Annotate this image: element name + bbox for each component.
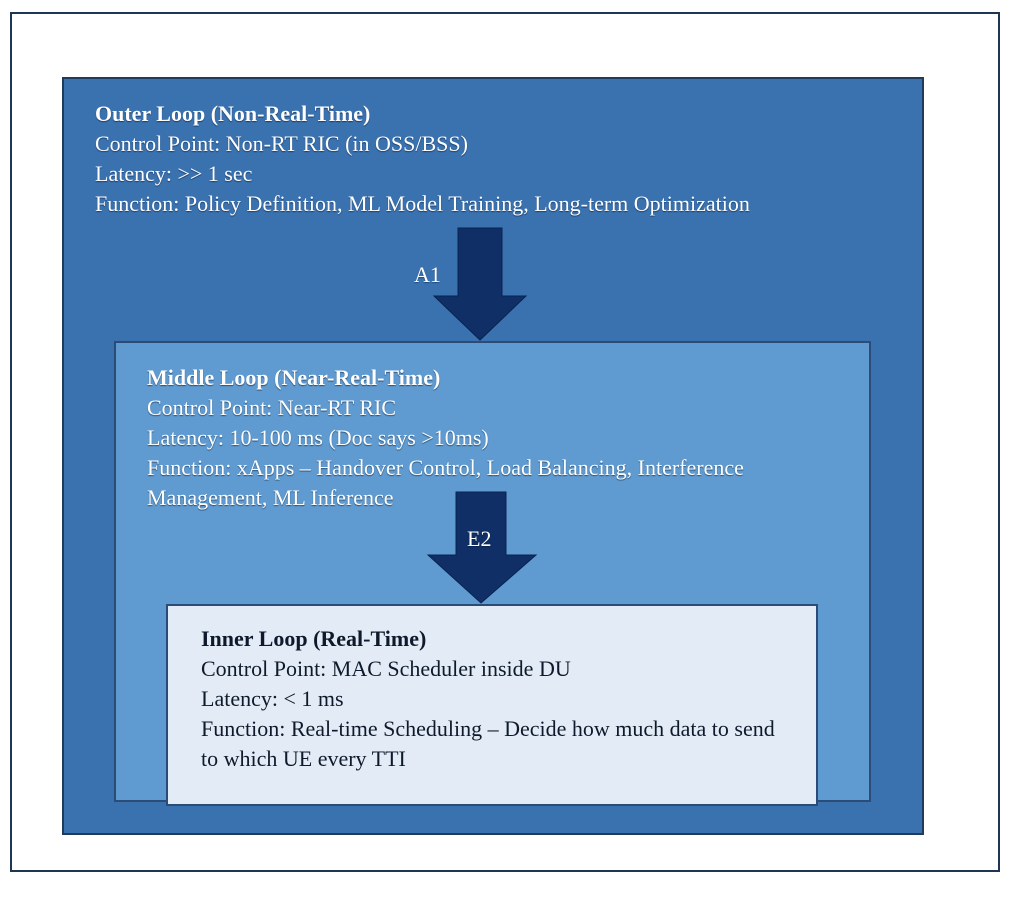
middle-loop-title: Middle Loop (Near-Real-Time): [147, 365, 441, 390]
middle-loop-control-point: Control Point: Near-RT RIC: [147, 395, 396, 420]
e2-interface-label: E2: [467, 526, 492, 551]
middle-loop-latency: Latency: 10-100 ms (Doc says >10ms): [147, 425, 489, 450]
inner-loop-function: Function: Real-time Scheduling – Decide …: [201, 716, 775, 771]
inner-loop-text: Inner Loop (Real-Time) Control Point: MA…: [201, 624, 801, 774]
a1-arrow-icon: [432, 227, 528, 341]
middle-loop-function: Function: xApps – Handover Control, Load…: [147, 455, 744, 510]
inner-loop-title: Inner Loop (Real-Time): [201, 626, 427, 651]
outer-loop-control-point: Control Point: Non-RT RIC (in OSS/BSS): [95, 131, 468, 156]
middle-loop-text: Middle Loop (Near-Real-Time) Control Poi…: [147, 363, 847, 513]
inner-loop-latency: Latency: < 1 ms: [201, 686, 344, 711]
outer-loop-function: Function: Policy Definition, ML Model Tr…: [95, 191, 750, 216]
a1-interface-label: A1: [414, 262, 441, 287]
inner-loop-control-point: Control Point: MAC Scheduler inside DU: [201, 656, 571, 681]
outer-loop-title: Outer Loop (Non-Real-Time): [95, 101, 371, 126]
outer-loop-latency: Latency: >> 1 sec: [95, 161, 253, 186]
outer-loop-text: Outer Loop (Non-Real-Time) Control Point…: [95, 99, 895, 219]
e2-arrow-icon: [426, 491, 538, 604]
inner-loop-box: Inner Loop (Real-Time) Control Point: MA…: [166, 604, 818, 806]
